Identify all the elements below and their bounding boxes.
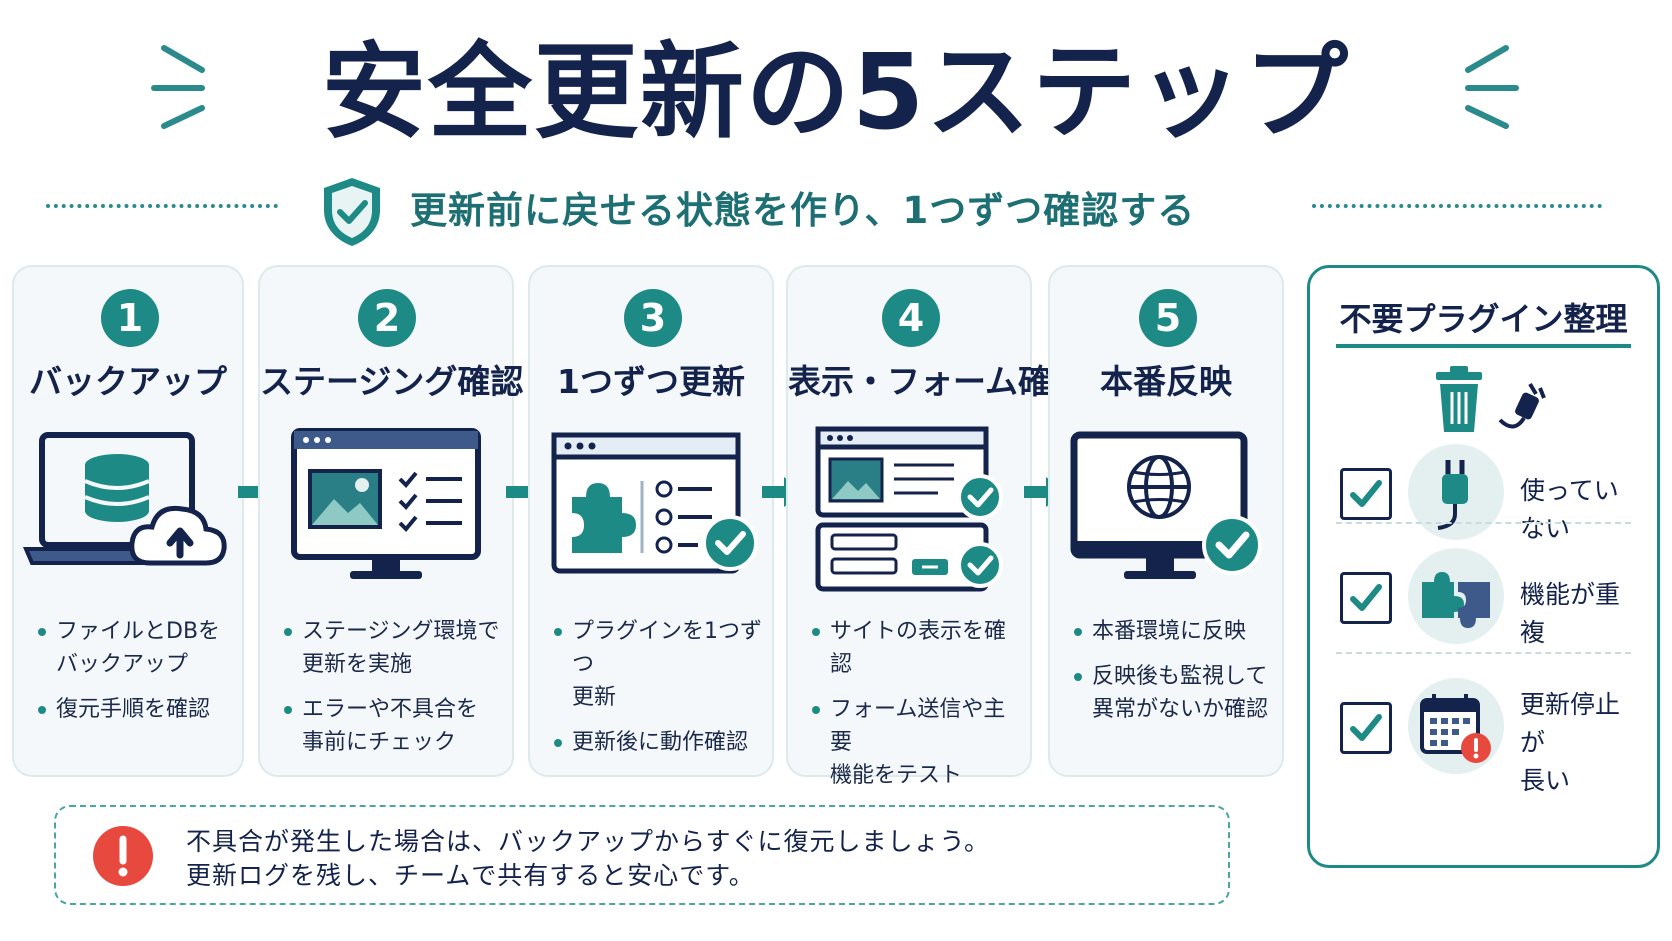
step-title: 本番反映 bbox=[1100, 362, 1232, 401]
puzzle-icon bbox=[1422, 572, 1490, 628]
note-line: 不具合が発生した場合は、バックアップからすぐに復元しましょう。 bbox=[186, 827, 991, 856]
step-number-badge: 2 bbox=[358, 289, 416, 347]
step-bullet: ファイルとDBを バックアップ bbox=[36, 615, 232, 681]
step-bullets: サイトの表示を確認 フォーム送信や主要 機能をテスト bbox=[810, 615, 1020, 804]
monitor-globe-check-icon bbox=[1070, 431, 1262, 579]
burst-lines-left-icon bbox=[151, 45, 205, 129]
circle-bg bbox=[1408, 548, 1504, 644]
note-line: 更新ログを残し、チームで共有すると安心です。 bbox=[186, 861, 755, 890]
calendar-warning-icon bbox=[1420, 694, 1491, 763]
step-bullet: フォーム送信や主要 機能をテスト bbox=[810, 693, 1020, 792]
laptop-database-upload-icon bbox=[22, 432, 227, 566]
trash-plug-icon bbox=[1436, 366, 1546, 432]
dashed-separator bbox=[1336, 522, 1631, 524]
cleanup-item-stale: 更新停止が 長い bbox=[1330, 674, 1637, 795]
panel-title: 不要プラグイン整理 bbox=[1339, 300, 1628, 338]
cleanup-item-label: 使っていない bbox=[1520, 476, 1619, 543]
plugin-cleanup-panel: 不要プラグイン整理 使っていない bbox=[1307, 265, 1660, 868]
step-bullet: 本番環境に反映 bbox=[1072, 615, 1272, 648]
plug-icon bbox=[1437, 460, 1468, 530]
step-bullet: ステージング環境で 更新を実施 bbox=[282, 615, 502, 681]
step-number-badge: 3 bbox=[624, 289, 682, 347]
dotted-divider-right bbox=[1312, 204, 1602, 208]
browser-puzzle-check-icon bbox=[551, 432, 758, 574]
panel-title-underline bbox=[1336, 344, 1631, 348]
step-bullets: ファイルとDBを バックアップ 復元手順を確認 bbox=[36, 615, 232, 738]
dotted-divider-left bbox=[46, 204, 278, 208]
subtitle: 更新前に戻せる状態を作り、1つずつ確認する bbox=[410, 189, 1196, 232]
step-bullet: エラーや不具合を 事前にチェック bbox=[282, 693, 502, 759]
step-title: ステージング確認 bbox=[260, 362, 524, 401]
step-card-update-one-by-one: 3 1つずつ更新 プラグインを1つずつ 更新 更新後に動作確認 bbox=[528, 265, 774, 777]
monitor-checklist-icon bbox=[291, 428, 481, 579]
step-number-badge: 5 bbox=[1139, 289, 1197, 347]
step-bullets: プラグインを1つずつ 更新 更新後に動作確認 bbox=[552, 615, 762, 771]
shield-check-icon bbox=[324, 178, 380, 246]
step-card-production: 5 本番反映 本番環境に反映 反映後も監視して 異常がないか確認 bbox=[1048, 265, 1284, 777]
step-bullet: 反映後も監視して 異常がないか確認 bbox=[1072, 660, 1272, 726]
step-card-backup: 1 バックアップ ファイルとDBを バックアップ 復元手順を確認 bbox=[12, 265, 244, 777]
step-bullet: サイトの表示を確認 bbox=[810, 615, 1020, 681]
checkbox[interactable] bbox=[1340, 468, 1392, 520]
step-bullets: ステージング環境で 更新を実施 エラーや不具合を 事前にチェック bbox=[282, 615, 502, 771]
subtitle-row: 更新前に戻せる状態を作り、1つずつ確認する bbox=[0, 170, 1672, 246]
page-form-check-icon bbox=[815, 426, 1003, 592]
step-bullet: 復元手順を確認 bbox=[36, 693, 232, 726]
cleanup-item-unused: 使っていない bbox=[1330, 440, 1637, 560]
note-text: 不具合が発生した場合は、バックアップからすぐに復元しましょう。 更新ログを残し、… bbox=[186, 825, 990, 893]
burst-lines-right-icon bbox=[1465, 45, 1519, 129]
step-bullets: 本番環境に反映 反映後も監視して 異常がないか確認 bbox=[1072, 615, 1272, 738]
checkbox[interactable] bbox=[1340, 702, 1392, 754]
step-bullet: プラグインを1つずつ 更新 bbox=[552, 615, 762, 714]
exclamation-alert-icon bbox=[93, 826, 153, 886]
step-bullet: 更新後に動作確認 bbox=[552, 726, 762, 759]
step-title: 表示・フォーム確認 bbox=[788, 362, 1085, 401]
cleanup-item-duplicate: 機能が重複 bbox=[1330, 544, 1637, 664]
dashed-separator bbox=[1336, 652, 1631, 654]
step-card-display-form-check: 4 表示・フォーム確認 サイトの表示を確認 フォーム送信や主要 機能をテスト bbox=[786, 265, 1085, 788]
step-number-badge: 1 bbox=[101, 289, 159, 347]
circle-bg bbox=[1408, 678, 1504, 774]
step-title: バックアップ bbox=[29, 362, 227, 401]
step-card-staging: 2 ステージング確認 ステージング環境で 更新を実施 エラーや不具合を 事前にチ… bbox=[258, 265, 524, 777]
step-number-badge: 4 bbox=[882, 289, 940, 347]
cleanup-item-label: 更新停止が 長い bbox=[1520, 690, 1621, 795]
circle-bg bbox=[1408, 444, 1504, 540]
checkbox[interactable] bbox=[1340, 572, 1392, 624]
step-title: 1つずつ更新 bbox=[557, 362, 745, 401]
page-title: 安全更新の5ステップ bbox=[321, 31, 1351, 153]
warning-note: 不具合が発生した場合は、バックアップからすぐに復元しましょう。 更新ログを残し、… bbox=[54, 805, 1230, 905]
cleanup-item-label: 機能が重複 bbox=[1520, 580, 1621, 647]
